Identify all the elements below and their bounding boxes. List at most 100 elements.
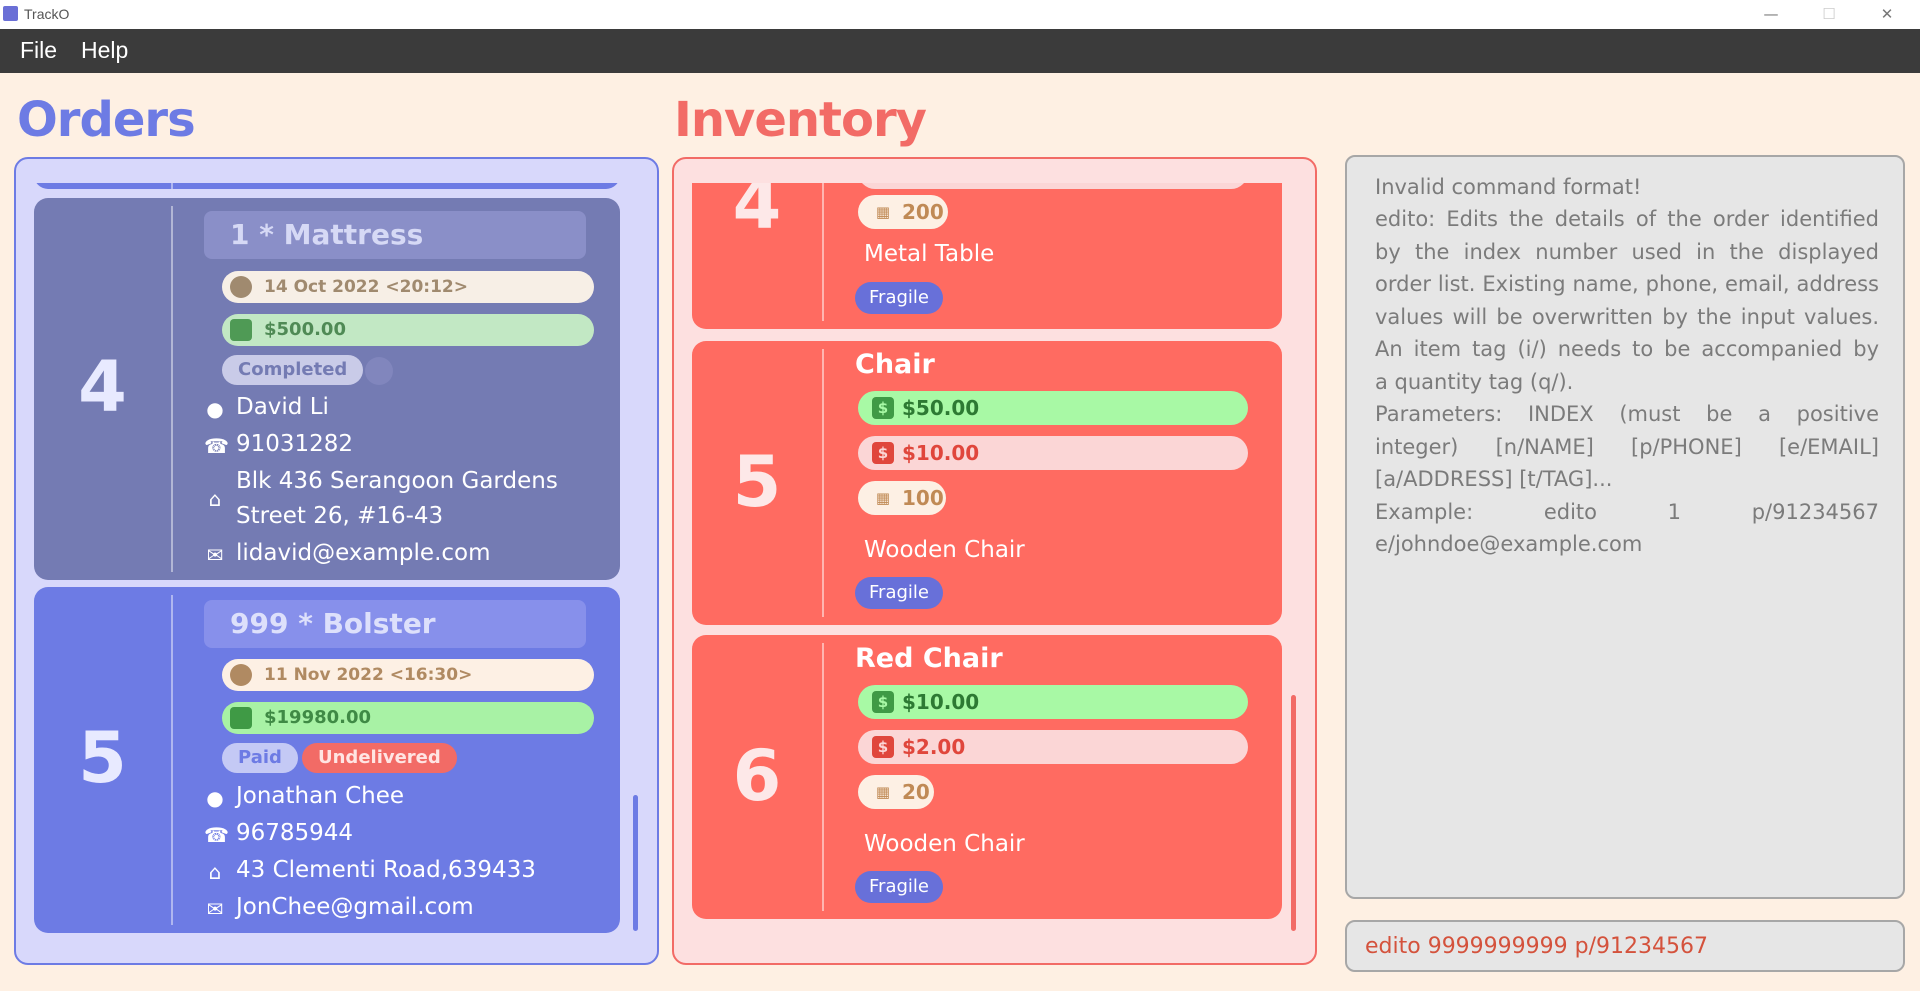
home-icon: ⌂ <box>208 860 222 884</box>
order-time: 11 Nov 2022 <16:30> <box>264 665 473 685</box>
customer-address-line1: Blk 436 Serangoon Gardens <box>236 468 558 494</box>
order-card[interactable]: 4 1 * Mattress 14 Oct 2022 <20:12> $500.… <box>34 198 620 580</box>
item-name: Chair <box>855 349 935 380</box>
result-line: edito: Edits the details of the order id… <box>1375 207 1879 231</box>
item-description: Wooden Chair <box>864 537 1025 563</box>
customer-phone: 91031282 <box>236 431 354 457</box>
customer-address-line2: Street 26, #16-43 <box>236 503 444 529</box>
quantity-pill: ▦ 20 <box>858 775 934 809</box>
item-quantity: 100 <box>902 486 944 510</box>
inventory-index: 6 <box>732 735 782 817</box>
inventory-card[interactable]: 4 ▦ 200 Metal Table Fragile <box>692 183 1282 329</box>
orders-heading: Orders <box>17 92 196 148</box>
result-line: [a/ADDRESS] [t/TAG]... <box>1375 467 1613 491</box>
order-item-title: 999 * Bolster <box>204 600 586 648</box>
order-item-title: 1 * Mattress <box>204 211 586 259</box>
item-quantity: 20 <box>902 780 930 804</box>
status-badge-paid: Paid <box>222 743 298 773</box>
customer-email: lidavid@example.com <box>236 540 491 566</box>
sell-price: $10.00 <box>902 690 980 714</box>
inventory-list-scrollbar[interactable] <box>1291 695 1296 931</box>
cost-price-pill: $ $2.00 <box>858 730 1248 764</box>
menu-bar: File Help <box>0 29 1920 73</box>
result-line: a quantity tag (q/). <box>1375 370 1574 394</box>
maximize-button[interactable]: ☐ <box>1822 5 1836 23</box>
email-icon: ✉ <box>206 543 224 567</box>
order-time-pill: 14 Oct 2022 <20:12> <box>222 271 594 303</box>
customer-address: 43 Clementi Road,639433 <box>236 857 536 883</box>
phone-icon: ☎ <box>204 823 229 847</box>
cost-price: $10.00 <box>902 441 980 465</box>
inventory-heading: Inventory <box>674 92 927 148</box>
cost-price-pill <box>858 183 1248 189</box>
item-name: Red Chair <box>855 643 1003 674</box>
menu-file[interactable]: File <box>20 37 58 63</box>
inventory-index: 5 <box>732 441 782 523</box>
cost-price-icon: $ <box>872 736 894 758</box>
window-title: TrackO <box>24 6 70 22</box>
customer-name: David Li <box>236 394 329 420</box>
result-line: e/johndoe@example.com <box>1375 532 1643 556</box>
sell-price-pill: $ $50.00 <box>858 391 1248 425</box>
order-time-pill: 11 Nov 2022 <16:30> <box>222 659 594 691</box>
cart-icon: ▦ <box>875 489 891 507</box>
cost-price-icon: $ <box>872 442 894 464</box>
inventory-list-panel[interactable]: 4 ▦ 200 Metal Table Fragile 5 Chair $ $5… <box>672 157 1317 965</box>
home-icon: ⌂ <box>208 487 222 511</box>
quantity-pill: ▦ 100 <box>858 481 946 515</box>
order-price-pill: $500.00 <box>222 314 594 346</box>
cost-price: $2.00 <box>902 735 966 759</box>
result-line: Invalid command format! <box>1375 175 1642 199</box>
status-dot-icon <box>365 357 393 385</box>
tag-fragile: Fragile <box>855 871 943 903</box>
command-input-text[interactable]: edito 9999999999 p/91234567 <box>1365 934 1709 959</box>
result-line: by the index number used in the displaye… <box>1375 240 1879 264</box>
result-line: integer) [n/NAME] [p/PHONE] [e/EMAIL] <box>1375 435 1879 459</box>
quantity-pill: ▦ 200 <box>858 195 948 229</box>
sell-price-icon: $ <box>872 691 894 713</box>
sell-price-icon: $ <box>872 397 894 419</box>
card-divider <box>822 183 824 321</box>
customer-name: Jonathan Chee <box>236 783 405 809</box>
order-price-pill: $19980.00 <box>222 702 594 734</box>
item-quantity: 200 <box>902 200 944 224</box>
result-display: Invalid command format! edito: Edits the… <box>1345 155 1905 899</box>
inventory-list-viewport[interactable]: 4 ▦ 200 Metal Table Fragile 5 Chair $ $5… <box>674 183 1315 943</box>
result-line: values will be overwritten by the input … <box>1375 305 1879 329</box>
window-title-bar: TrackO — ☐ ✕ <box>0 0 1920 29</box>
order-time: 14 Oct 2022 <20:12> <box>264 277 468 297</box>
item-description: Metal Table <box>864 241 995 267</box>
result-line: Parameters: INDEX (must be a positive <box>1375 402 1879 426</box>
clock-icon <box>230 276 252 298</box>
item-description: Wooden Chair <box>864 831 1025 857</box>
sell-price-pill: $ $10.00 <box>858 685 1248 719</box>
close-button[interactable]: ✕ <box>1880 5 1894 23</box>
price-tag-icon <box>230 707 252 729</box>
card-divider <box>171 206 173 572</box>
order-price: $19980.00 <box>264 707 372 728</box>
menu-help[interactable]: Help <box>81 37 129 63</box>
minimize-button[interactable]: — <box>1763 5 1779 23</box>
result-line: An item tag (i/) needs to be accompanied… <box>1375 337 1879 361</box>
clock-icon <box>230 664 252 686</box>
person-icon: ● <box>206 397 224 421</box>
phone-icon: ☎ <box>204 434 229 458</box>
order-list-scrollbar[interactable] <box>633 795 638 931</box>
order-card[interactable]: 5 999 * Bolster 11 Nov 2022 <16:30> $199… <box>34 587 620 933</box>
card-divider <box>171 595 173 925</box>
cart-icon: ▦ <box>875 203 891 221</box>
result-line: Example: edito 1 p/91234567 <box>1375 500 1879 524</box>
person-icon: ● <box>206 786 224 810</box>
order-list-viewport[interactable]: 4 1 * Mattress 14 Oct 2022 <20:12> $500.… <box>16 183 657 943</box>
inventory-card[interactable]: 5 Chair $ $50.00 $ $10.00 ▦ 100 Wooden C… <box>692 341 1282 625</box>
card-divider <box>822 643 824 911</box>
app-logo-icon <box>3 6 18 21</box>
order-card-partial[interactable] <box>34 183 620 189</box>
inventory-card[interactable]: 6 Red Chair $ $10.00 $ $2.00 ▦ 20 Wooden… <box>692 635 1282 919</box>
order-list-panel[interactable]: 4 1 * Mattress 14 Oct 2022 <20:12> $500.… <box>14 157 659 965</box>
cost-price-pill: $ $10.00 <box>858 436 1248 470</box>
tag-fragile: Fragile <box>855 282 943 314</box>
command-input[interactable]: edito 9999999999 p/91234567 <box>1345 920 1905 972</box>
card-divider <box>171 183 173 189</box>
cart-icon: ▦ <box>875 783 891 801</box>
